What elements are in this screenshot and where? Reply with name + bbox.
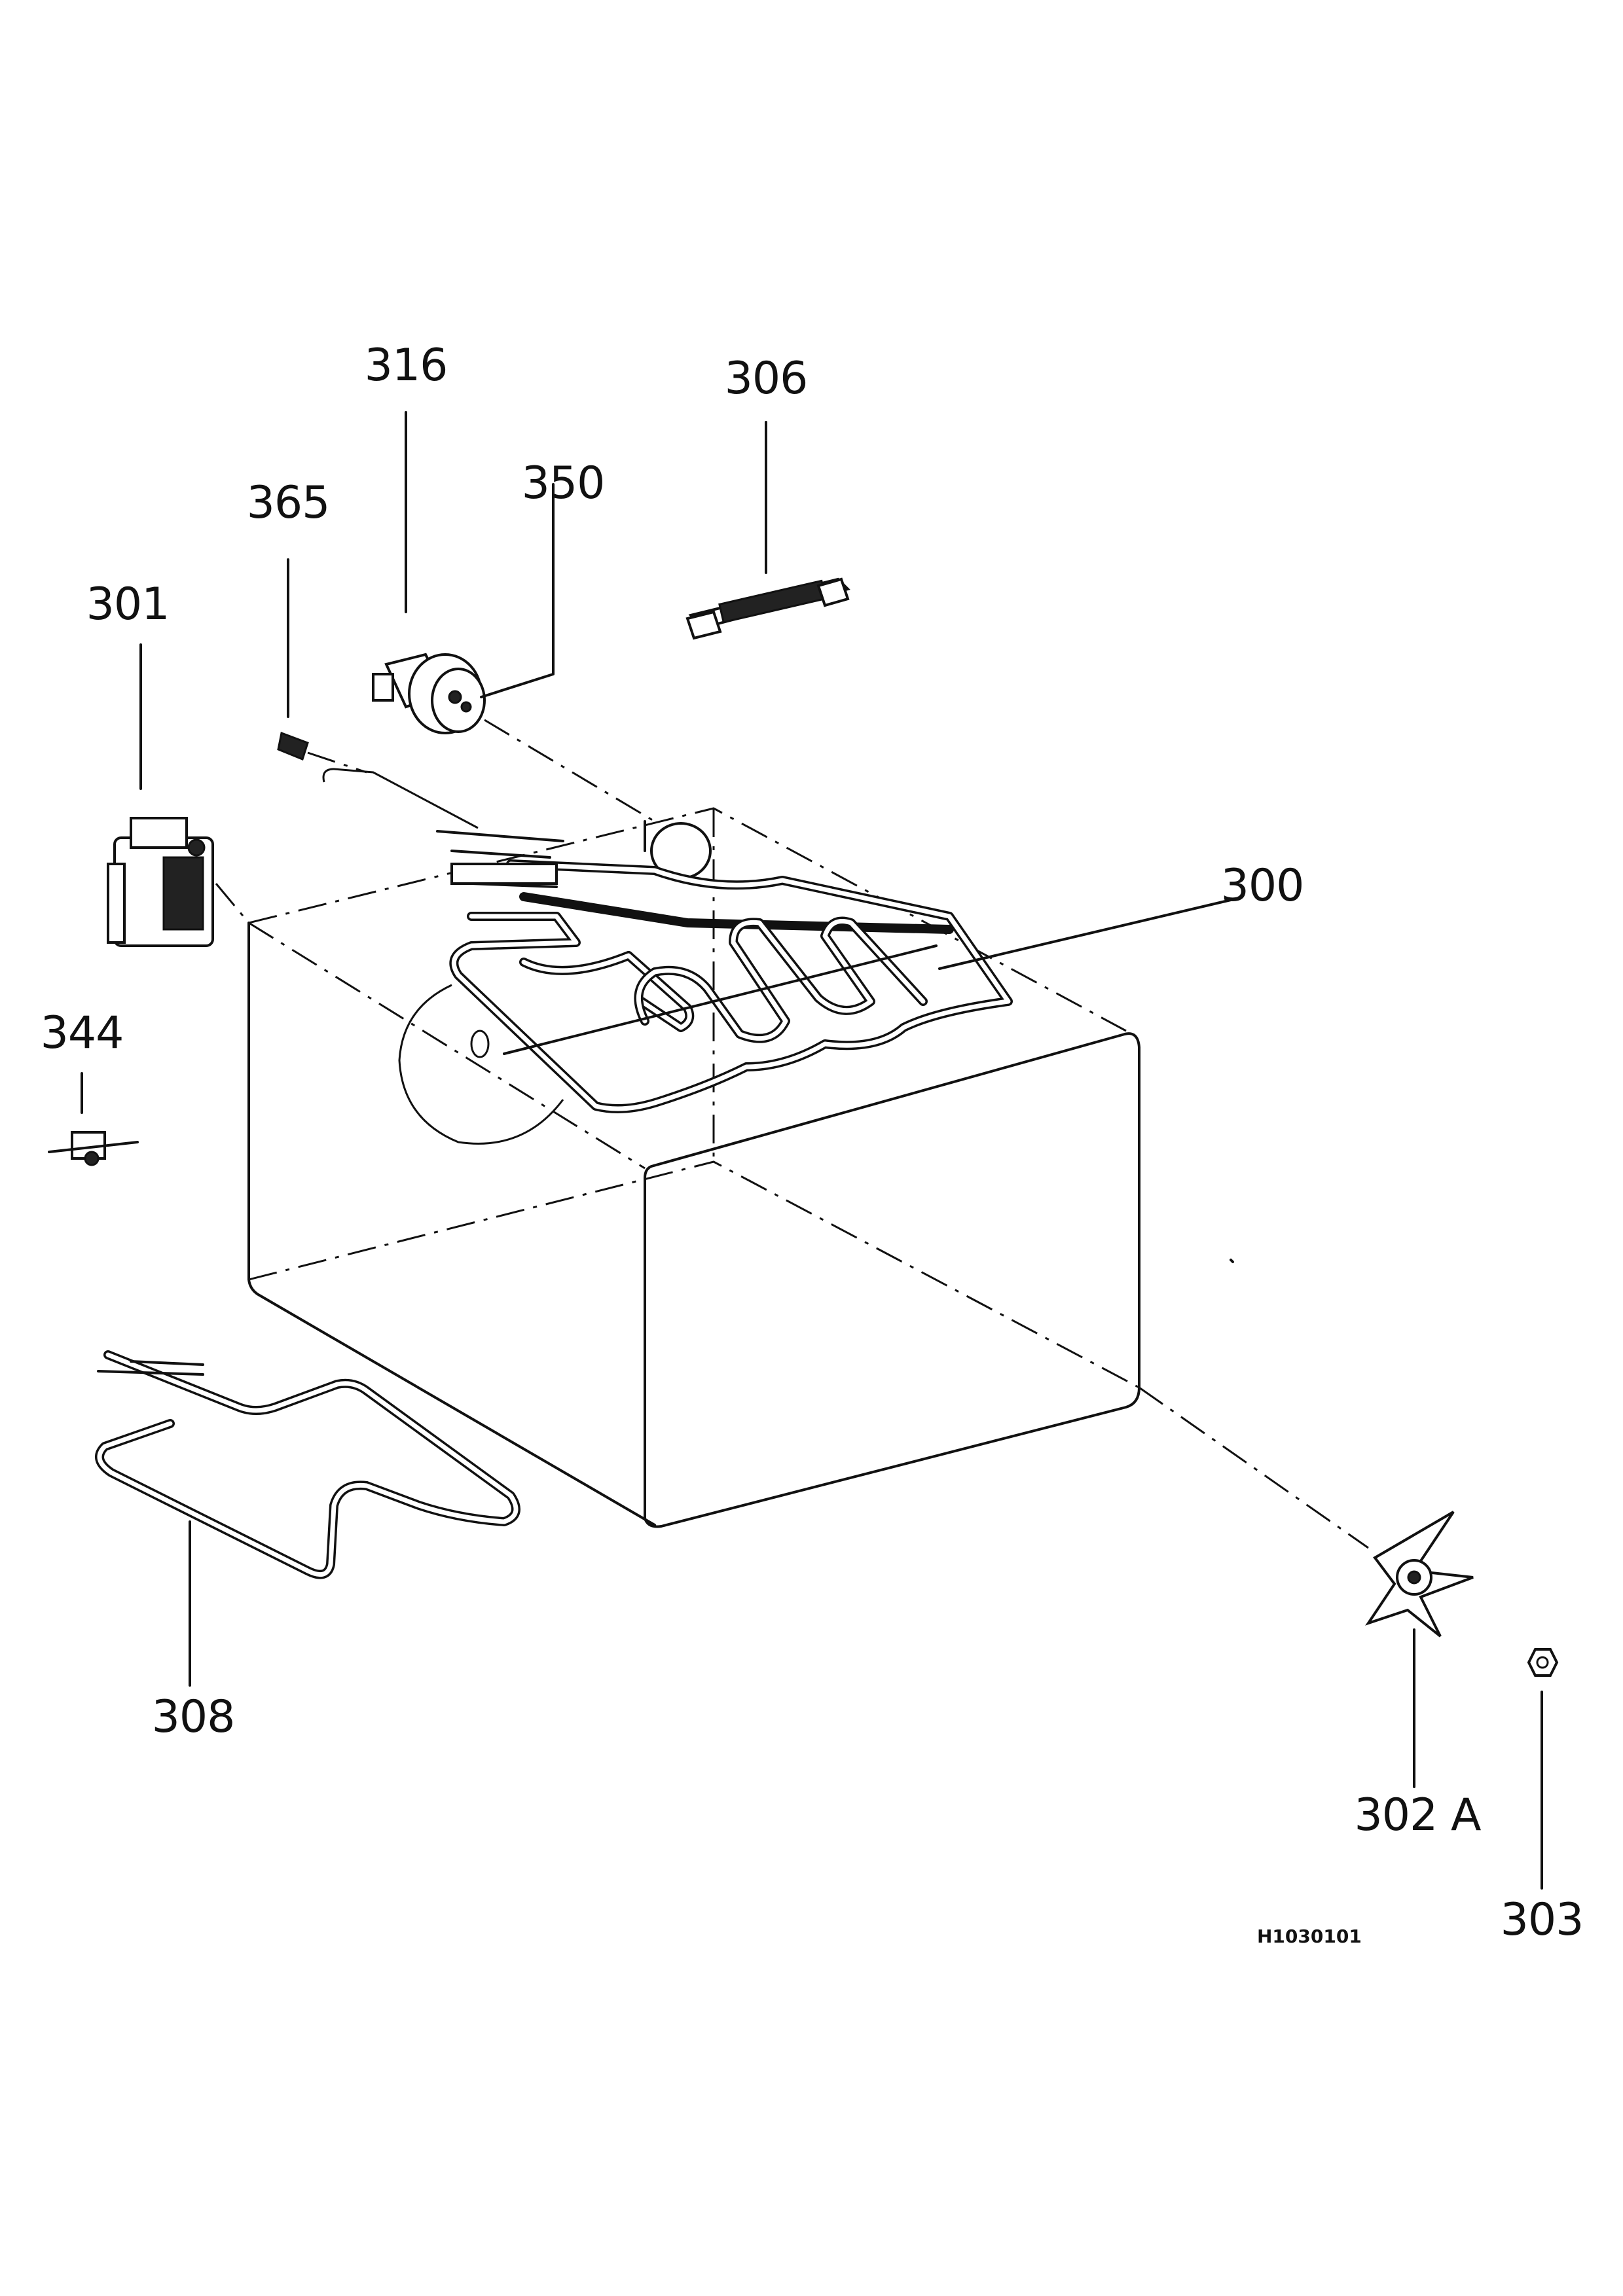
part-label-316: 316: [364, 340, 448, 391]
terminal-block: [685, 421, 850, 640]
part-label-350: 350: [521, 457, 606, 509]
drawing-code: H1030101: [1257, 1926, 1362, 1947]
part-label-365: 365: [246, 477, 331, 529]
part-label-300: 300: [1220, 860, 1305, 912]
oven-cavity: [247, 807, 1140, 1528]
part-label-308: 308: [151, 1691, 236, 1743]
top-grill-element: [436, 830, 1232, 1113]
thermal-cutout: [48, 1072, 139, 1166]
part-label-306: 306: [724, 353, 809, 404]
bottom-heating-element: [95, 1350, 520, 1687]
fan-motor: [107, 643, 250, 947]
part-label-303: 303: [1500, 1894, 1584, 1946]
part-label-301: 301: [86, 579, 170, 630]
lamp-holder: [372, 411, 655, 823]
fan-nut: [1527, 1648, 1559, 1890]
part-label-302a: 302 A: [1354, 1789, 1482, 1841]
part-label-344: 344: [40, 1007, 124, 1059]
fan-blade: [1139, 1386, 1474, 1788]
sensor-probe: [277, 558, 479, 829]
